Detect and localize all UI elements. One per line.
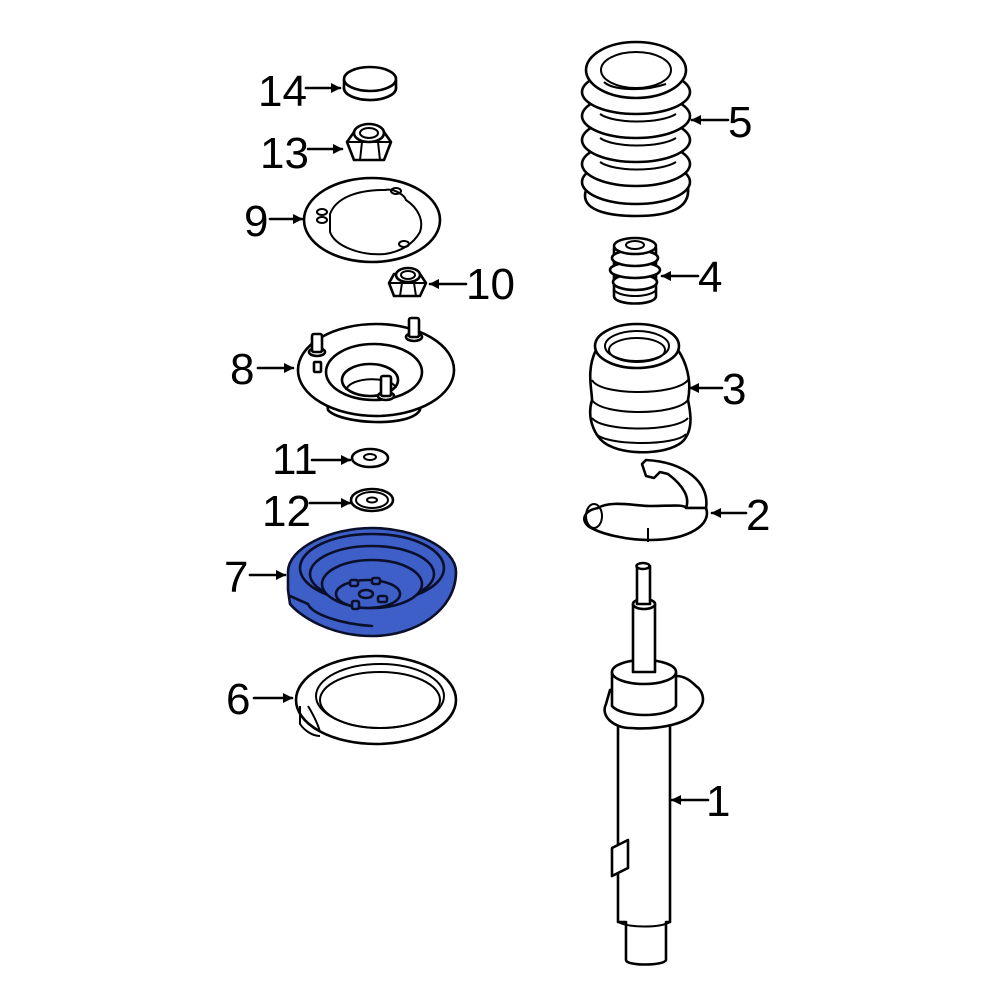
part-4-bump-stop[interactable] xyxy=(608,236,662,305)
part-9-gasket[interactable] xyxy=(302,176,442,264)
callout-9[interactable]: 9 xyxy=(244,197,304,246)
callout-number: 10 xyxy=(466,260,515,309)
callout-number: 2 xyxy=(746,491,770,540)
part-7-spring-upper-seat[interactable] xyxy=(286,526,458,638)
callout-13[interactable]: 13 xyxy=(260,129,344,178)
callout-number: 1 xyxy=(706,777,730,826)
callout-3[interactable]: 3 xyxy=(688,365,746,414)
part-14-cap[interactable] xyxy=(342,65,398,102)
callout-number: 6 xyxy=(226,675,250,724)
callout-7[interactable]: 7 xyxy=(224,553,287,602)
callout-5[interactable]: 5 xyxy=(690,98,752,147)
callout-number: 7 xyxy=(224,553,248,602)
part-5-coil-spring[interactable] xyxy=(580,40,692,218)
callout-number: 14 xyxy=(258,67,307,116)
callout-number: 11 xyxy=(272,435,318,484)
callout-11[interactable]: 11 xyxy=(272,435,352,484)
callout-14[interactable]: 14 xyxy=(258,67,342,116)
callout-number: 4 xyxy=(698,253,722,302)
callout-number: 3 xyxy=(722,365,746,414)
part-10-mount-nut[interactable] xyxy=(387,266,428,298)
part-12-washer[interactable] xyxy=(349,487,395,513)
callout-number: 13 xyxy=(260,129,309,178)
callout-4[interactable]: 4 xyxy=(660,253,722,302)
callout-number: 9 xyxy=(244,197,268,246)
callout-number: 8 xyxy=(230,345,254,394)
part-13-lock-nut[interactable] xyxy=(345,122,393,162)
callout-6[interactable]: 6 xyxy=(226,675,294,724)
callout-8[interactable]: 8 xyxy=(230,345,295,394)
part-8-strut-mount[interactable] xyxy=(296,316,456,424)
callout-10[interactable]: 10 xyxy=(428,260,515,309)
callout-1[interactable]: 1 xyxy=(670,777,730,826)
callout-12[interactable]: 12 xyxy=(262,487,352,536)
part-3-dust-boot[interactable] xyxy=(588,322,692,454)
part-6-spring-pad[interactable] xyxy=(294,654,458,746)
part-2-spring-lower-seat[interactable] xyxy=(583,458,709,542)
part-11-washer[interactable] xyxy=(350,447,390,469)
callout-2[interactable]: 2 xyxy=(710,491,770,540)
callout-number: 5 xyxy=(728,98,752,147)
part-1-strut[interactable] xyxy=(603,561,705,966)
callout-number: 12 xyxy=(262,487,311,536)
